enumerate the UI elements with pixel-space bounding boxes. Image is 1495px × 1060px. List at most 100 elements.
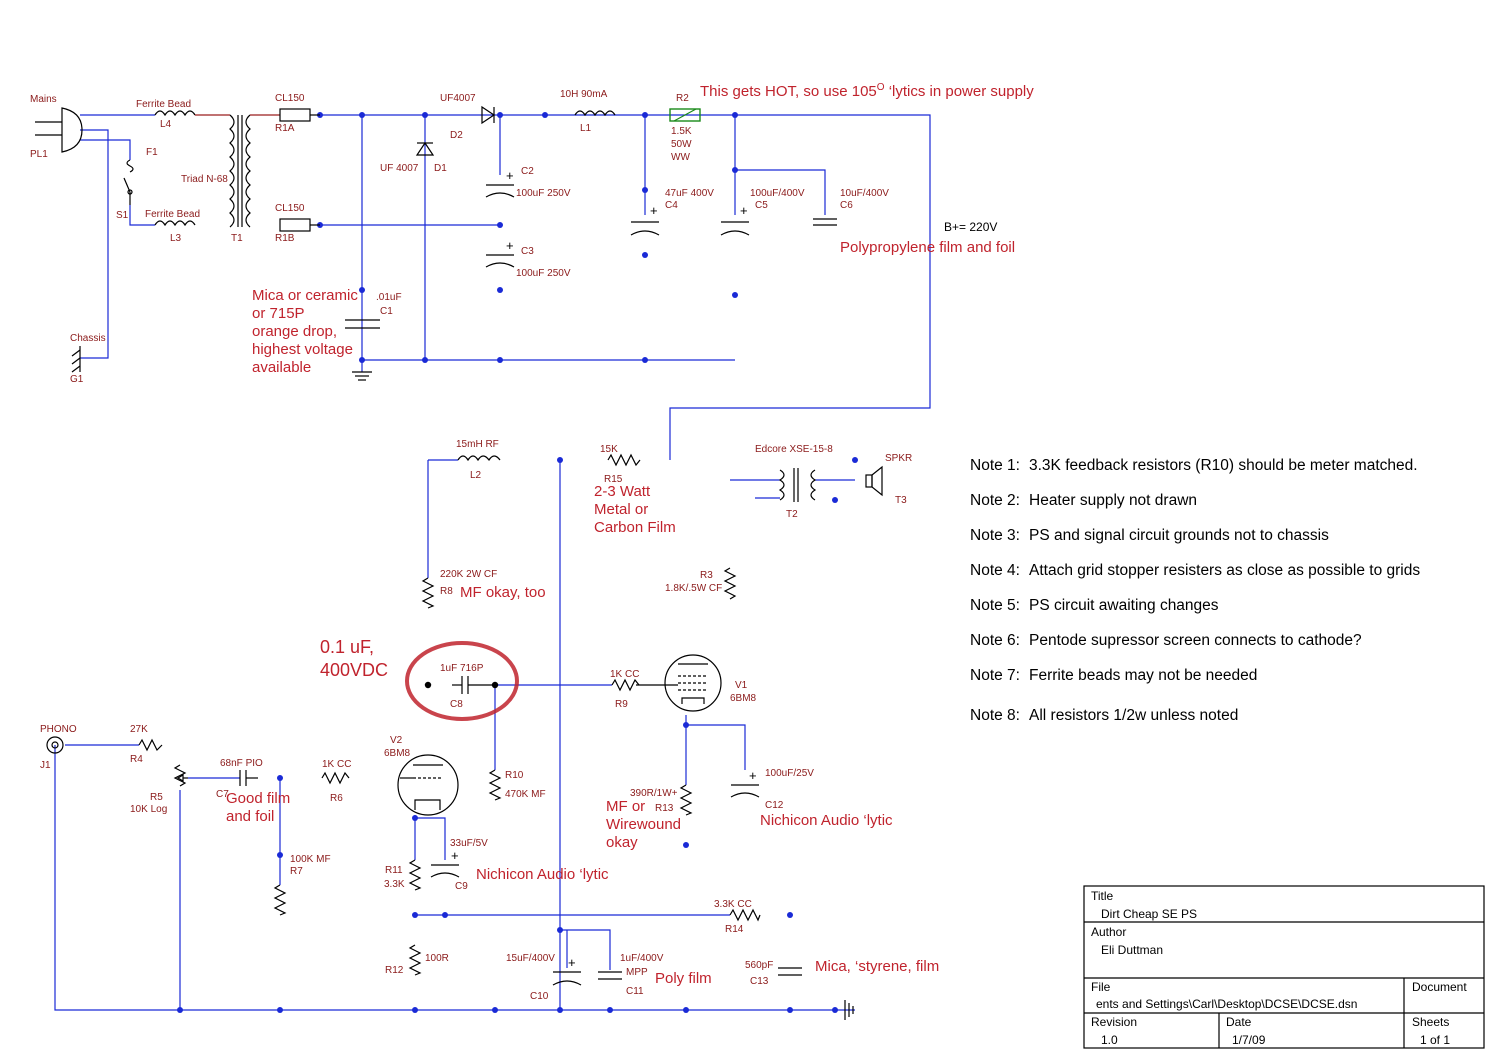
r2-resistor-icon [669,108,701,122]
l4-label: L4 [160,119,172,130]
l2-value: 15mH RF [456,439,499,450]
ps-wires [80,114,931,460]
c7-value: 68nF PIO [220,758,263,769]
phono-label: PHONO [40,724,77,735]
r2-type: WW [671,152,690,163]
c13-label: C13 [750,976,769,987]
watt-line-1: 2-3 Watt [594,483,651,500]
r7-resistor-icon [273,884,287,916]
c1-value: .01uF [376,292,402,303]
l4-type: Ferrite Bead [136,99,191,110]
t2-transformer-icon [778,468,817,502]
note-2-number: Note 2: [970,492,1020,509]
t2-type: Edcore XSE-15-8 [755,444,833,455]
r6-resistor-icon [321,771,350,785]
r13-label: R13 [655,803,674,814]
nichicon-annotation-2: Nichicon Audio ‘lytic [476,866,609,883]
c4-value: 47uF 400V [665,188,714,199]
c13-value: 560pF [745,960,773,971]
phono-jack-icon [46,736,64,754]
c3-capacitor-icon: + [485,238,515,268]
l4-inductor-icon [154,110,196,117]
mica-line-2: or 715P [252,305,305,322]
note-6-text: Pentode supressor screen connects to cat… [1029,632,1362,649]
good-film-line-1: Good film [226,790,290,807]
r1b-type: CL150 [275,203,305,214]
r5-label: R5 [150,792,163,803]
c3-label: C3 [521,246,534,257]
svg-text:+: + [568,955,576,970]
mf-okay-annotation: MF okay, too [460,584,546,601]
c12-value: 100uF/25V [765,768,814,779]
r1b-resistor-icon [279,218,311,232]
date-label: Date [1226,1015,1252,1029]
c11-type: MPP [626,967,648,978]
mica-styrene-annotation: Mica, ‘styrene, film [815,958,939,975]
svg-text:+: + [506,238,514,253]
hot-annotation: This gets HOT, so use 105O ‘lytics in po… [700,82,1034,100]
mica-line-3: orange drop, [252,323,337,340]
v2-type: 6BM8 [384,748,411,759]
j1-label: J1 [40,760,51,771]
r10-value: 470K MF [505,789,546,800]
mica-line-1: Mica or ceramic [252,287,358,304]
ps-junctions [317,112,738,363]
l1-value: 10H 90mA [560,89,608,100]
ground-icon [352,371,372,381]
c12-label: C12 [765,800,784,811]
v1-tube-icon [636,654,722,712]
note-5-text: PS circuit awaiting changes [1029,597,1219,614]
r5-value: 10K Log [130,804,167,815]
t3-label: T3 [895,495,907,506]
r14-label: R14 [725,924,744,935]
v1-type: 6BM8 [730,693,757,704]
r15-label: R15 [604,474,623,485]
c4-capacitor-icon: + [630,203,660,236]
sheets-value: 1 of 1 [1420,1033,1450,1047]
chassis-label: Chassis [70,333,106,344]
note-7-text: Ferrite beads may not be needed [1029,667,1257,684]
c6-capacitor-icon [813,218,837,226]
title-block: Title Dirt Cheap SE PS Author Eli Duttma… [1083,885,1485,1049]
c7-capacitor-icon [239,770,258,786]
r13-resistor-icon [679,784,693,816]
r2-power: 50W [671,139,692,150]
author-value: Eli Duttman [1101,943,1163,957]
r11-resistor-icon [408,859,422,891]
c2-value: 100uF 250V [516,188,571,199]
document-label: Document [1412,980,1467,994]
v2-label: V2 [390,735,403,746]
svg-text:+: + [749,768,757,783]
c11-capacitor-icon [598,971,622,980]
r2-value: 1.5K [671,126,692,137]
t1-type: Triad N-68 [181,174,228,185]
r13-value: 390R/1W+ [630,788,678,799]
c13-capacitor-icon [778,967,802,976]
bplus-label: B+= 220V [944,220,997,234]
f1-fuse-icon [126,159,134,173]
c2-capacitor-icon: + [485,168,515,198]
c9-label: C9 [455,881,468,892]
annotations: This gets HOT, so use 105O ‘lytics in po… [226,82,1034,987]
file-value: ents and Settings\Carl\Desktop\DCSE\DCSE… [1096,997,1357,1011]
c12-capacitor-icon: + [730,768,760,798]
d1-diode-icon [415,141,435,156]
mf-or-line-2: Wirewound [606,816,681,833]
amp-wires [54,459,855,1011]
c5-value: 100uF/400V [750,188,805,199]
c6-label: C6 [840,200,853,211]
c5-capacitor-icon: + [720,203,750,236]
notes-list: Note 1: 3.3K feedback resistors (R10) sh… [970,457,1420,724]
c3-value: 100uF 250V [516,268,571,279]
l1-inductor-icon [574,110,616,117]
svg-text:+: + [451,848,459,863]
c9-capacitor-icon: + [430,848,460,878]
r6-label: R6 [330,793,343,804]
d1-type: UF 4007 [380,163,419,174]
r12-value: 100R [425,953,449,964]
s1-switch-icon [123,177,133,205]
r6-value: 1K CC [322,759,351,770]
t1-transformer-icon [229,114,280,228]
c10-value: 15uF/400V [506,953,555,964]
c1-capacitor-icon [345,319,380,329]
